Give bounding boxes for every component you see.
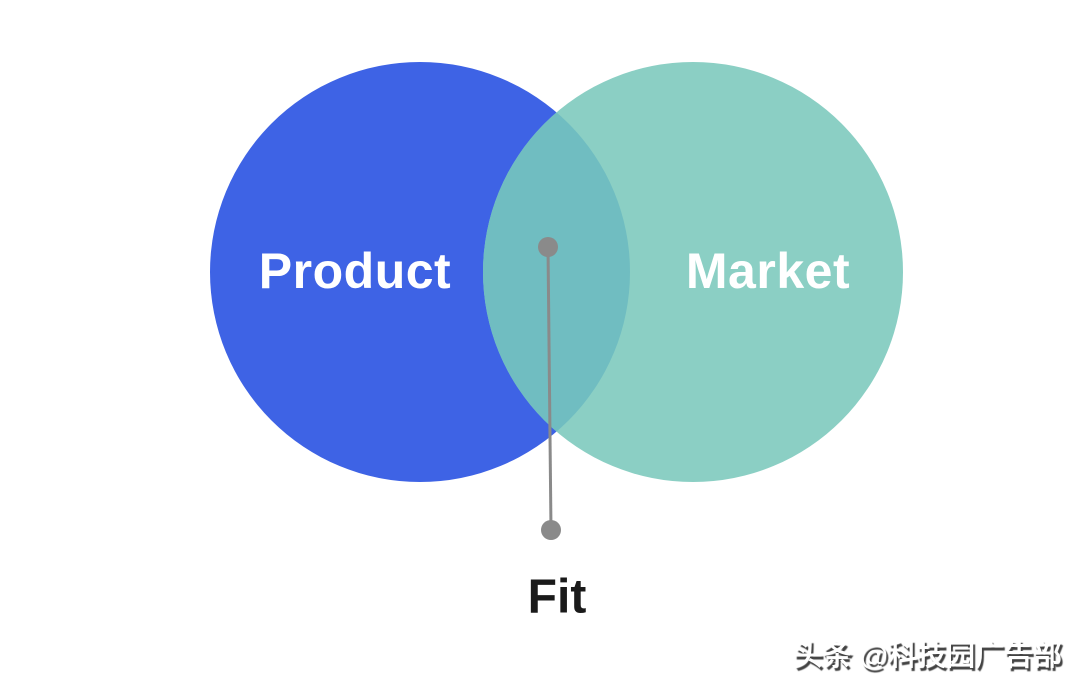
market-label: Market — [685, 243, 851, 299]
intersection-lens — [483, 62, 630, 482]
fit-label: Fit — [527, 570, 587, 624]
connector-bottom-dot — [541, 520, 561, 540]
product-label: Product — [258, 243, 452, 299]
fit-connector-line — [546, 246, 553, 531]
connector-top-dot — [538, 237, 558, 257]
watermark-text: 头条 @科技园广告部 — [793, 640, 1062, 672]
